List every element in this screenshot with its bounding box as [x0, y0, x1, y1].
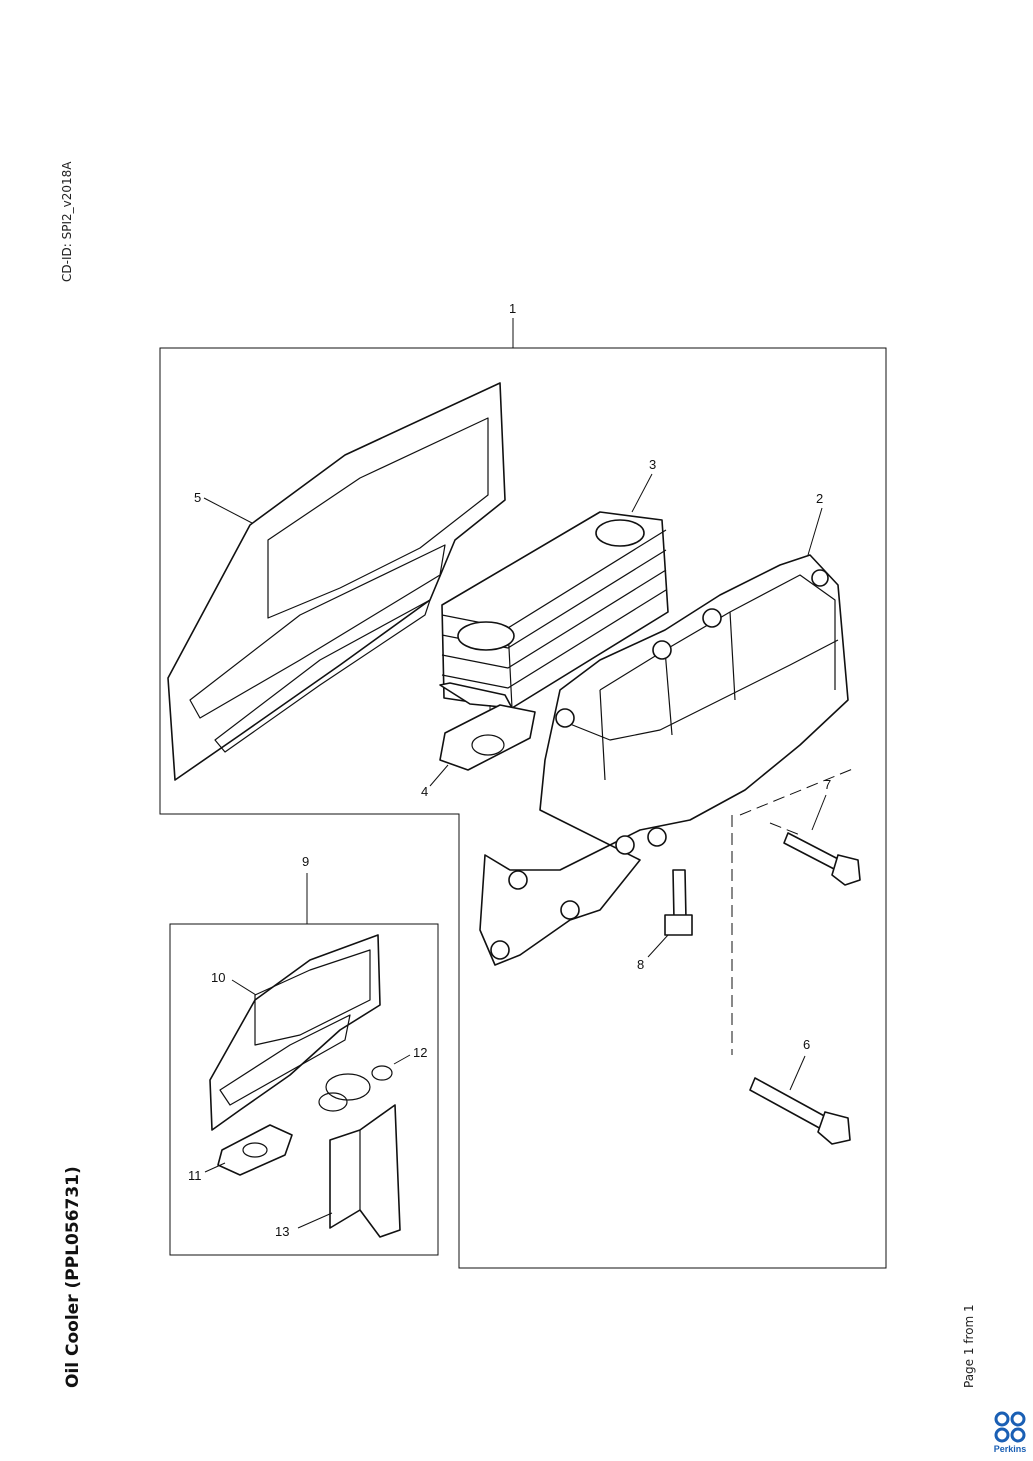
kit-gasket — [209, 934, 381, 1131]
callout-5: 5 — [194, 490, 201, 505]
callout-4: 4 — [421, 784, 428, 799]
bolt-7 — [783, 832, 861, 886]
callout-3: 3 — [649, 457, 656, 472]
callout-11: 11 — [188, 1168, 202, 1183]
gasket-large — [167, 382, 506, 781]
gasket-small — [439, 704, 536, 771]
assembly-frame — [159, 347, 887, 1269]
callout-13: 13 — [275, 1224, 289, 1239]
callout-12: 12 — [413, 1045, 427, 1060]
cooler-housing — [479, 554, 849, 966]
callout-10: 10 — [211, 970, 225, 985]
bolt-8 — [664, 869, 693, 936]
callout-7: 7 — [824, 777, 831, 792]
instruction-sheet — [329, 1104, 401, 1238]
callout-8: 8 — [637, 957, 644, 972]
callout-1: 1 — [509, 301, 516, 316]
bolt-6 — [749, 1077, 851, 1145]
callout-2: 2 — [816, 491, 823, 506]
o-rings — [318, 1065, 393, 1112]
perkins-logo-icon: Perkins — [994, 1411, 1027, 1454]
callout-9: 9 — [302, 854, 309, 869]
cooler-core — [439, 511, 669, 709]
callout-6: 6 — [803, 1037, 810, 1052]
brand-text: Perkins — [994, 1444, 1027, 1454]
kit-frame — [169, 923, 439, 1256]
kit-gasket-small — [217, 1124, 293, 1176]
